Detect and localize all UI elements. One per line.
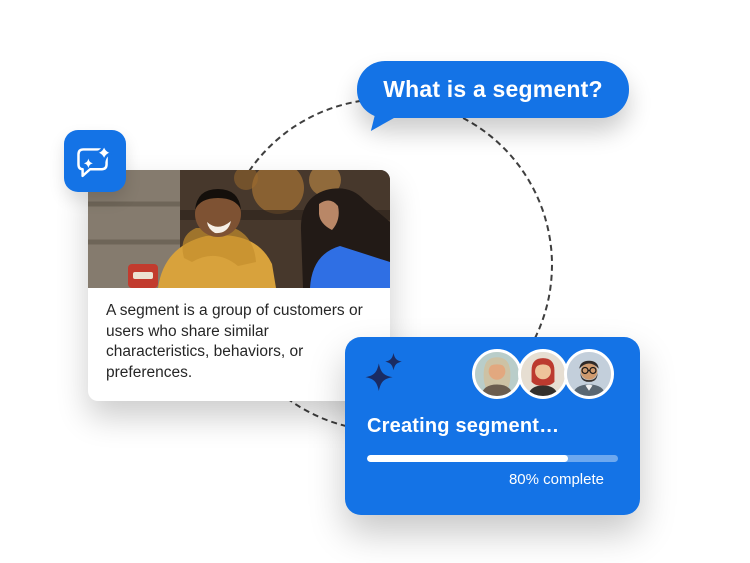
sparkles-icon	[365, 353, 402, 391]
question-bubble: What is a segment?	[357, 61, 629, 118]
customers-photo	[88, 170, 390, 288]
avatar-woman-gray-hair	[472, 349, 522, 399]
question-bubble-text: What is a segment?	[383, 76, 603, 102]
definition-card: A segment is a group of customers or use…	[88, 170, 390, 402]
avatar-man-glasses	[564, 349, 614, 399]
avatar-woman-red-hair	[518, 349, 568, 399]
chat-sparkle-icon	[77, 143, 114, 178]
progress-title: Creating segment…	[367, 415, 560, 437]
definition-text: A segment is a group of customers or use…	[106, 302, 363, 381]
avatar-group	[472, 349, 614, 399]
progress-card: Creating segment… 80% complete	[345, 337, 640, 515]
progress-bar	[367, 455, 618, 462]
assistant-badge	[64, 130, 126, 192]
progress-bar-fill	[367, 455, 568, 462]
progress-label: 80% complete	[508, 471, 604, 488]
